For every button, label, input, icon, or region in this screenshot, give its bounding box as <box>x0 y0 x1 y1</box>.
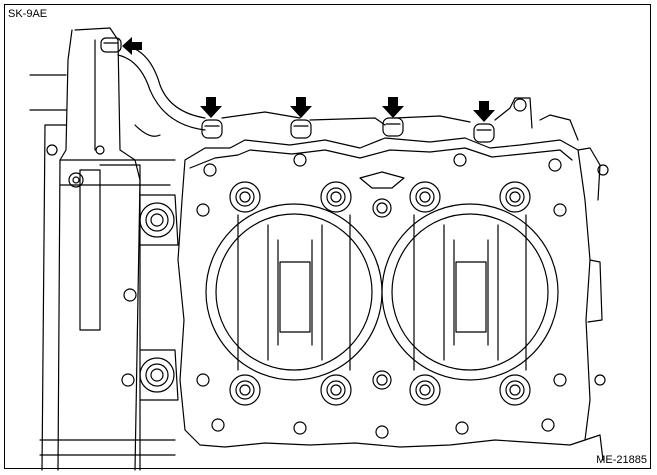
bolt-top-1 <box>201 119 223 139</box>
arrow-4 <box>382 97 404 118</box>
bolt-top-4 <box>473 123 495 143</box>
bolt-left-top <box>100 37 122 53</box>
right-edge <box>577 147 609 461</box>
deck-outline <box>177 137 591 448</box>
small-holes <box>196 153 567 439</box>
cylinder-bores <box>205 203 559 381</box>
figure-code-bottom: ME-21885 <box>596 454 647 466</box>
left-housing <box>29 27 176 471</box>
cylinder-liners <box>237 214 527 371</box>
marked-bolts <box>100 37 495 143</box>
bolt-top-3 <box>382 117 404 137</box>
arrow-5 <box>473 101 495 122</box>
arrow-2 <box>200 97 222 118</box>
arrow-3 <box>290 97 312 118</box>
upper-pipes <box>117 44 579 141</box>
arrow-1 <box>122 37 142 55</box>
bolt-top-2 <box>290 119 312 139</box>
pointer-arrows <box>122 37 495 122</box>
figure-code-top: SK-9AE <box>8 8 48 20</box>
left-side-bores <box>139 194 179 401</box>
head-bolt-holes <box>229 181 531 406</box>
